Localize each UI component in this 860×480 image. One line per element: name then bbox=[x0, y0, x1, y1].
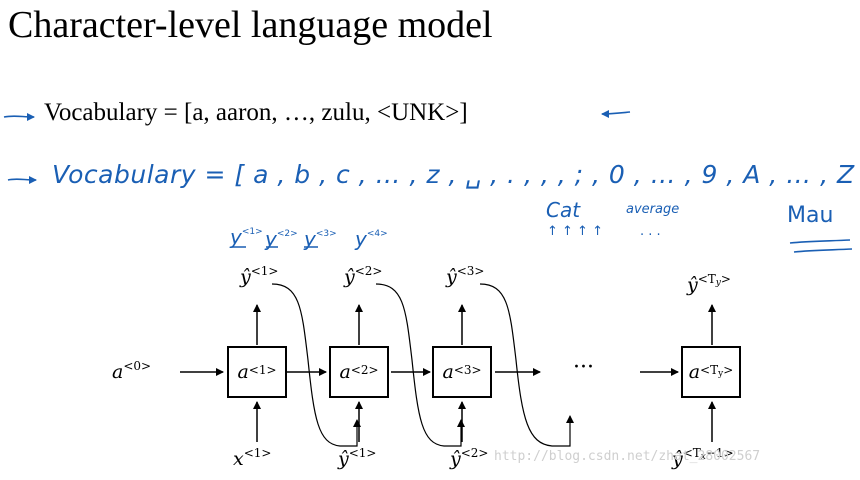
rnn-cell-2: a<2> bbox=[329, 346, 389, 398]
output-label-2: ŷ<2> bbox=[344, 264, 383, 288]
rnn-cell-3: a<3> bbox=[432, 346, 492, 398]
watermark: http://blog.csdn.net/zhat_28002567 bbox=[494, 449, 761, 464]
output-label-1: ŷ<1> bbox=[240, 264, 279, 288]
note-y-4: y<4> bbox=[355, 227, 388, 251]
note-up-arrows: ↑ ↑ ↑ ↑ bbox=[547, 224, 603, 239]
vocabulary-word-level: Vocabulary = [a, aaron, …, zulu, <UNK>] bbox=[44, 99, 468, 126]
vocabulary-char-level-handwritten: Vocabulary = [ a , b , c , … , z , ␣ , .… bbox=[52, 160, 860, 189]
output-label-ty: ŷ<Ty> bbox=[687, 272, 731, 296]
input-label-yhat2: ŷ<2> bbox=[450, 446, 489, 470]
output-label-3: ŷ<3> bbox=[446, 264, 485, 288]
label-a0: a<0> bbox=[112, 359, 152, 383]
input-label-x1: x<1> bbox=[233, 446, 272, 470]
sequence-ellipsis: ··· bbox=[573, 355, 594, 380]
note-mau: Mau bbox=[787, 203, 834, 228]
input-label-yhat-tx: ŷ<Tx−1> bbox=[672, 446, 734, 470]
note-y-1: y<1> bbox=[230, 225, 263, 249]
rnn-cell-1: a<1> bbox=[227, 346, 287, 398]
note-average: average bbox=[626, 202, 680, 217]
blue-arrow-line2 bbox=[7, 175, 37, 184]
note-y-3: y<3> bbox=[304, 227, 337, 251]
rnn-cell-ty: a<Ty> bbox=[681, 346, 741, 398]
feedback-curve-3 bbox=[479, 283, 574, 447]
slide-title: Character-level language model bbox=[8, 4, 493, 46]
blue-back-arrow bbox=[601, 109, 631, 118]
note-y-2: y<2> bbox=[265, 227, 298, 251]
input-label-yhat1: ŷ<1> bbox=[338, 446, 377, 470]
note-dots: . . . bbox=[640, 224, 661, 239]
note-cat: Cat bbox=[546, 198, 581, 222]
blue-arrow-line1 bbox=[3, 112, 35, 121]
